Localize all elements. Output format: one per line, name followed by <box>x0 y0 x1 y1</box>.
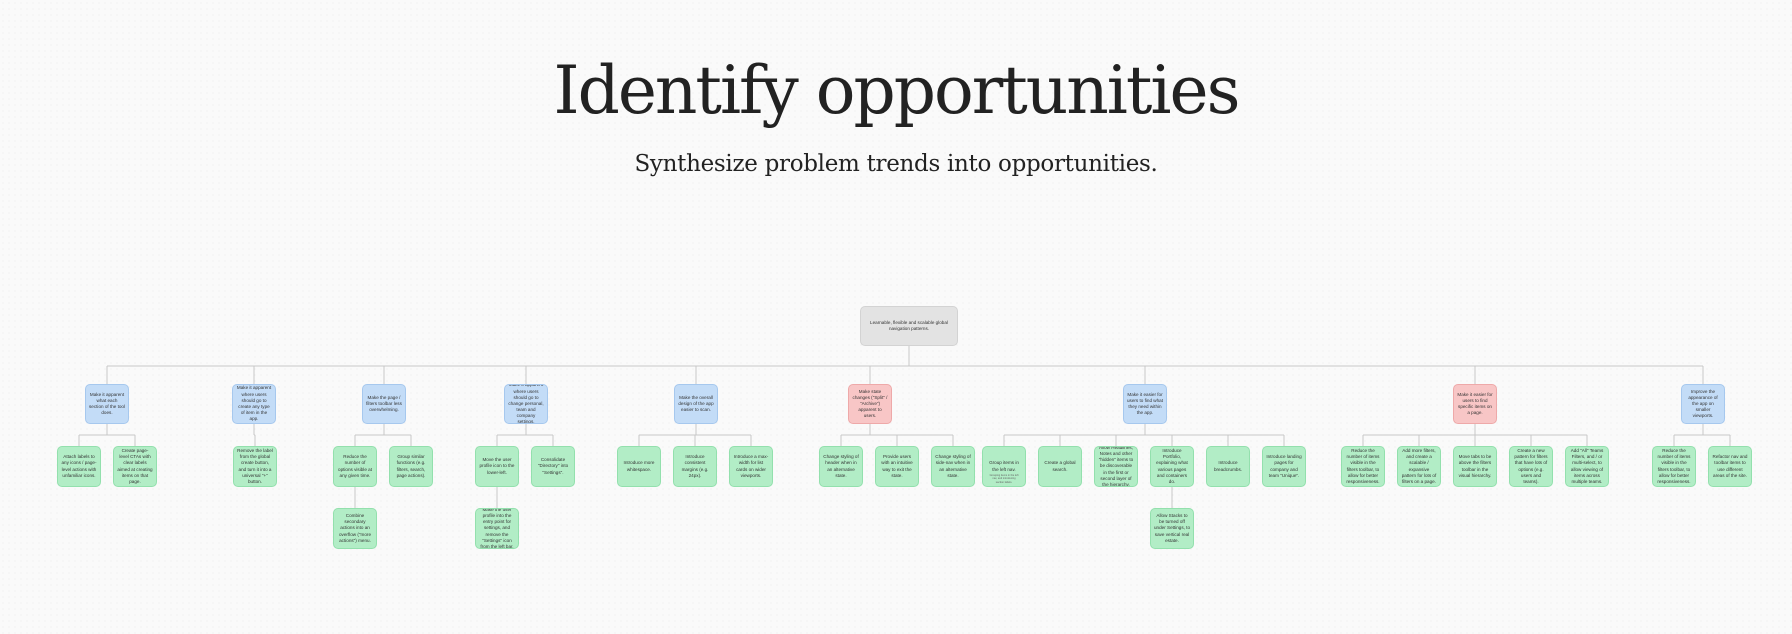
opportunity-node-find-items[interactable]: Make it easier for users to find specifi… <box>1453 384 1497 424</box>
solution-node[interactable]: Introduce landing pages for company and … <box>1262 446 1306 487</box>
solution-node[interactable]: Create page-level CTAs with clear labels… <box>113 446 157 487</box>
solution-node[interactable]: Make the user profile into the entry poi… <box>475 508 519 549</box>
opportunity-text: Make the overall design of the app easie… <box>678 394 714 413</box>
opportunity-text: Make it apparent what each section of th… <box>89 391 126 416</box>
solution-text: Create a global search. <box>1044 460 1076 472</box>
page-subtitle: Synthesize problem trends into opportuni… <box>634 151 1158 177</box>
solution-node[interactable]: Introduce a max-width for list cards on … <box>729 446 773 487</box>
solution-text: Consolidate "Directory" into "Settings". <box>537 457 569 475</box>
solution-text: Introduce consistent margins (e.g. 24px)… <box>681 454 709 478</box>
solution-text: Attach labels to any icons / page-level … <box>61 454 97 478</box>
solution-text: Change styling of side-nav when in an al… <box>935 454 971 478</box>
solution-node[interactable]: Provide users with an intuitive way to e… <box>875 446 919 487</box>
solution-text: Reduce the number of options visible at … <box>338 454 372 478</box>
solution-node[interactable]: Reduce the number of options visible at … <box>333 446 377 487</box>
solution-node[interactable]: Create a global search. <box>1038 446 1082 487</box>
solution-node[interactable]: Allow Stacks to be turned off under Sett… <box>1150 508 1194 549</box>
solution-text: Introduce more whitespace. <box>623 460 655 472</box>
solution-node[interactable]: Change styling of header when in an alte… <box>819 446 863 487</box>
opportunity-node-visible-sections[interactable]: Make it apparent what each section of th… <box>85 384 129 424</box>
root-node[interactable]: Learnable, flexible and scalable global … <box>860 306 958 346</box>
solution-node[interactable]: Consolidate "Directory" into "Settings". <box>531 446 575 487</box>
solution-node[interactable]: Introduce more whitespace. <box>617 446 661 487</box>
solution-node[interactable]: Introduce Portfolio, explaining what var… <box>1150 446 1194 487</box>
solution-node[interactable]: Add "All" Teams Filters, and / or multi-… <box>1565 446 1609 487</box>
solution-text: Make the user profile into the entry poi… <box>480 508 514 549</box>
opportunity-text: Improve the appearance of the app on sma… <box>1688 388 1718 419</box>
root-node-text: Learnable, flexible and scalable global … <box>870 319 948 331</box>
opportunity-node-settings[interactable]: Make it apparent where users should go t… <box>504 384 548 424</box>
solution-text: Add "All" Teams Filters, and / or multi-… <box>1570 447 1604 484</box>
page-title: Identify opportunities <box>553 52 1241 129</box>
solution-node[interactable]: Combine secondary actions into an overfl… <box>333 508 377 549</box>
opportunity-text: Make it easier for users to find what th… <box>1127 391 1164 416</box>
solution-text: Combine secondary actions into an overfl… <box>338 513 371 543</box>
solution-node[interactable]: Remove the label from the global create … <box>233 446 277 487</box>
solution-text: Move tabs to be above the filters toolba… <box>1458 454 1492 478</box>
solution-note: Grouping items in the left nav, and intr… <box>989 474 1019 484</box>
solution-text: Add more filters, and create a scalable … <box>1401 447 1437 484</box>
solution-text: Change styling of header when in an alte… <box>823 454 859 478</box>
opportunity-node-scan[interactable]: Make the overall design of the app easie… <box>674 384 718 424</box>
opportunity-node-create-items[interactable]: Make it apparent where users should go t… <box>232 384 276 424</box>
solution-node[interactable]: Reduce the number of items visible in th… <box>1652 446 1696 487</box>
solution-node[interactable]: Create a new pattern for filters that ha… <box>1509 446 1553 487</box>
solution-text: Group items in the left nav. <box>989 460 1019 472</box>
solution-text: Provide users with an intuitive way to e… <box>881 454 913 478</box>
solution-text: Create page-level CTAs with clear labels… <box>117 447 153 484</box>
solution-node[interactable]: Add more filters, and create a scalable … <box>1397 446 1441 487</box>
opportunity-text: Make it apparent where users should go t… <box>236 385 272 422</box>
solution-text: Allow Headlines, Notes and other "hidden… <box>1098 446 1134 487</box>
solution-node[interactable]: Group similar functions (e.g. filters, s… <box>389 446 433 487</box>
solution-node[interactable]: Move tabs to be above the filters toolba… <box>1453 446 1497 487</box>
solution-text: Move the user profile icon to the lower-… <box>479 457 515 475</box>
solution-node[interactable]: Introduce breadcrumbs. <box>1206 446 1250 487</box>
opportunity-text: Make the page / filters toolbar less ove… <box>366 394 402 413</box>
opportunity-text: Make it easier for users to find specifi… <box>1457 391 1493 416</box>
opportunity-node-find-needs[interactable]: Make it easier for users to find what th… <box>1123 384 1167 424</box>
solution-node[interactable]: Attach labels to any icons / page-level … <box>57 446 101 487</box>
solution-node[interactable]: Group items in the left nav. <box>982 446 1026 487</box>
solution-text: Introduce breadcrumbs. <box>1213 460 1243 472</box>
solution-node[interactable]: Move the user profile icon to the lower-… <box>475 446 519 487</box>
solution-text: Create a new pattern for filters that ha… <box>1514 447 1548 484</box>
solution-text: Reduce the number of items visible in th… <box>1657 447 1691 484</box>
opportunity-text: Make it apparent where users should go t… <box>508 384 544 424</box>
solution-node[interactable]: Refactor nav and toolbar items to use di… <box>1708 446 1752 487</box>
solution-text: Refactor nav and toolbar items to use di… <box>1712 454 1748 478</box>
solution-text: Introduce Portfolio, explaining what var… <box>1156 447 1188 484</box>
solution-node[interactable]: Reduce the number of items visible in th… <box>1341 446 1385 487</box>
solution-node[interactable]: Allow Headlines, Notes and other "hidden… <box>1094 446 1138 487</box>
solution-text: Introduce a max-width for list cards on … <box>733 454 769 478</box>
solution-text: Group similar functions (e.g. filters, s… <box>396 454 426 478</box>
opportunity-node-toolbar[interactable]: Make the page / filters toolbar less ove… <box>362 384 406 424</box>
solution-text: Introduce landing pages for company and … <box>1266 454 1302 478</box>
opportunity-node-state-changes[interactable]: Make state changes ("Split" / "Archive")… <box>848 384 892 424</box>
solution-text: Remove the label from the global create … <box>237 447 273 484</box>
solution-text: Reduce the number of items visible in th… <box>1346 447 1380 484</box>
opportunity-node-small-viewports[interactable]: Improve the appearance of the app on sma… <box>1681 384 1725 424</box>
opportunity-text: Make state changes ("Split" / "Archive")… <box>852 388 888 419</box>
solution-node[interactable]: Change styling of side-nav when in an al… <box>931 446 975 487</box>
solution-node[interactable]: Introduce consistent margins (e.g. 24px)… <box>673 446 717 487</box>
solution-text: Allow Stacks to be turned off under Sett… <box>1154 513 1191 543</box>
